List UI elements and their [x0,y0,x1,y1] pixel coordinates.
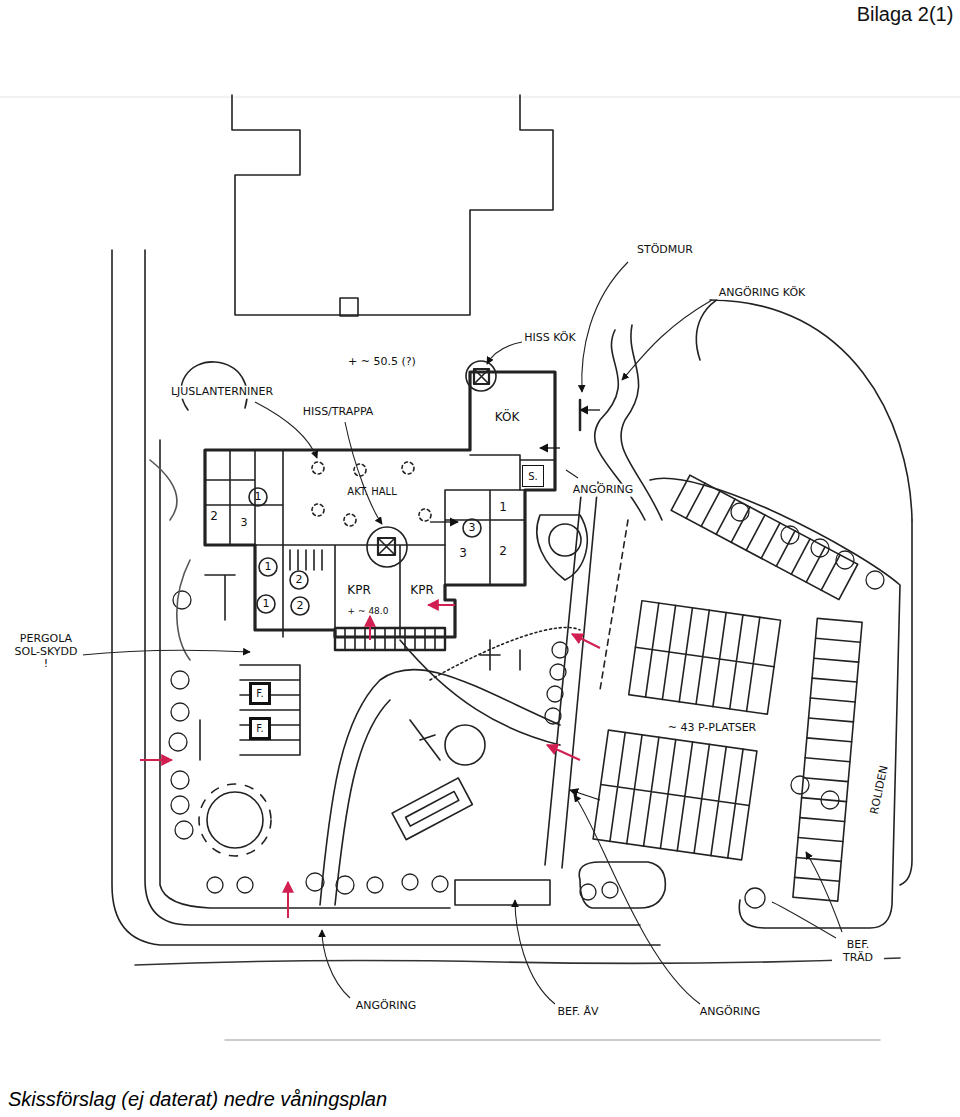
plan-label: KPR [408,584,435,598]
small-room-box: F. [249,682,271,705]
plan-label: STÖDMUR [635,244,695,257]
room-code: F. [256,723,263,734]
plan-label: + ~ 48.0 [346,606,391,616]
room-code: F. [256,688,263,699]
plan-label: PERGOLA SOL-SKYDD ! [9,633,83,671]
plan-label: 1 [261,598,272,611]
plan-label: KPR [345,584,372,598]
plan-label: LJUSLANTERNINER [169,386,275,399]
plan-label: ~ 43 P-PLATSER [666,722,759,735]
plan-label: 1 [253,491,264,504]
plan-label: 3 [467,522,478,535]
small-room-box: S. [522,465,544,487]
plan-label: 1 [497,501,509,515]
plan-label: BEF. TRÄD [832,939,884,964]
plan-label: KÖK [493,411,522,425]
room-code: S. [528,471,538,482]
small-room-box: F. [249,717,271,740]
plan-label: ANGÖRING [698,1006,763,1019]
plan-label: BEF. ÅV [555,1006,600,1019]
plan-label: 3 [239,517,250,530]
plan-label: ANGÖRING [571,484,636,497]
plan-label: 2 [294,574,305,587]
plan-label: 2 [295,600,306,613]
plan-label: 1 [263,561,274,574]
plan-label: Bilaga 2(1) [855,3,956,26]
plan-label: ANGÖRING [354,1000,419,1013]
plan-label: 2 [497,545,509,559]
plan-label: ANGÖRING KÖK [717,287,808,300]
plan-label: + ~ 50.5 (?) [346,356,418,369]
plan-label: AKT. HALL [345,486,398,498]
plan-label: 2 [208,510,220,524]
plan-label: HISS KÖK [522,332,577,345]
plan-label: HISS/TRAPPA [301,406,376,419]
plan-label: ROLIDEN [868,763,891,818]
figure-caption: Skissförslag (ej daterat) nedre våningsp… [8,1088,387,1111]
plan-label: 3 [457,547,469,561]
